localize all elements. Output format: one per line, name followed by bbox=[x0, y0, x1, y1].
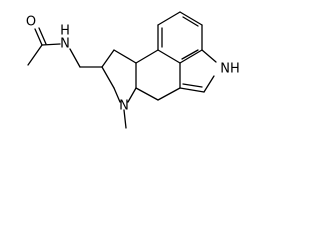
bond-carbonyl-oxygen-2 bbox=[38, 27, 47, 45]
bond-nitrogen-ch2 bbox=[69, 48, 81, 68]
bond-c4-c5 bbox=[135, 87, 159, 101]
pyrrole-ring bbox=[179, 49, 217, 93]
bond-pyrrole-double bbox=[182, 83, 203, 88]
bond-pyrrole-2 bbox=[203, 75, 215, 93]
bond-c11-c16 bbox=[157, 49, 181, 64]
oxygen-label: O bbox=[26, 15, 36, 30]
bond-c7-n6 bbox=[113, 87, 121, 103]
bond-ar-double-3 bbox=[181, 49, 199, 60]
bond-carbonyl-oxygen-1 bbox=[34, 28, 43, 46]
bond-ar-2 bbox=[157, 11, 181, 26]
ring-c bbox=[135, 49, 181, 101]
bond-c3-c4 bbox=[157, 87, 181, 101]
bond-c9-c8 bbox=[101, 49, 115, 68]
benzene-ring bbox=[157, 11, 203, 64]
bond-n6-c5 bbox=[127, 87, 137, 103]
indole-nh-label: NH bbox=[220, 62, 240, 77]
bond-carbonyl-nitrogen bbox=[41, 43, 61, 46]
bond-pyrrole-3 bbox=[179, 87, 205, 93]
amide-hydrogen-label: H bbox=[60, 24, 70, 39]
molecule-drawing: O N H NH N bbox=[26, 11, 240, 129]
bond-ar-double-2 bbox=[182, 16, 199, 27]
bond-c10-c9 bbox=[113, 49, 137, 64]
bond-methyl-carbonyl bbox=[27, 44, 43, 66]
bond-c8-c7 bbox=[101, 66, 115, 89]
atom-labels: O N H NH N bbox=[26, 15, 240, 114]
structure-diagram: O N H NH N bbox=[26, 11, 240, 129]
ring-nitrogen-label: N bbox=[119, 99, 129, 114]
bond-nitrogen-methyl bbox=[123, 109, 127, 129]
bond-c10-c11 bbox=[135, 49, 159, 64]
bond-ar-3 bbox=[179, 11, 203, 26]
acetamide-group bbox=[27, 27, 103, 68]
amide-nitrogen-label: N bbox=[60, 37, 70, 52]
bond-ar-5 bbox=[179, 49, 203, 64]
piperidine-ring bbox=[101, 49, 137, 129]
bond-pyrrole-1 bbox=[201, 49, 217, 63]
